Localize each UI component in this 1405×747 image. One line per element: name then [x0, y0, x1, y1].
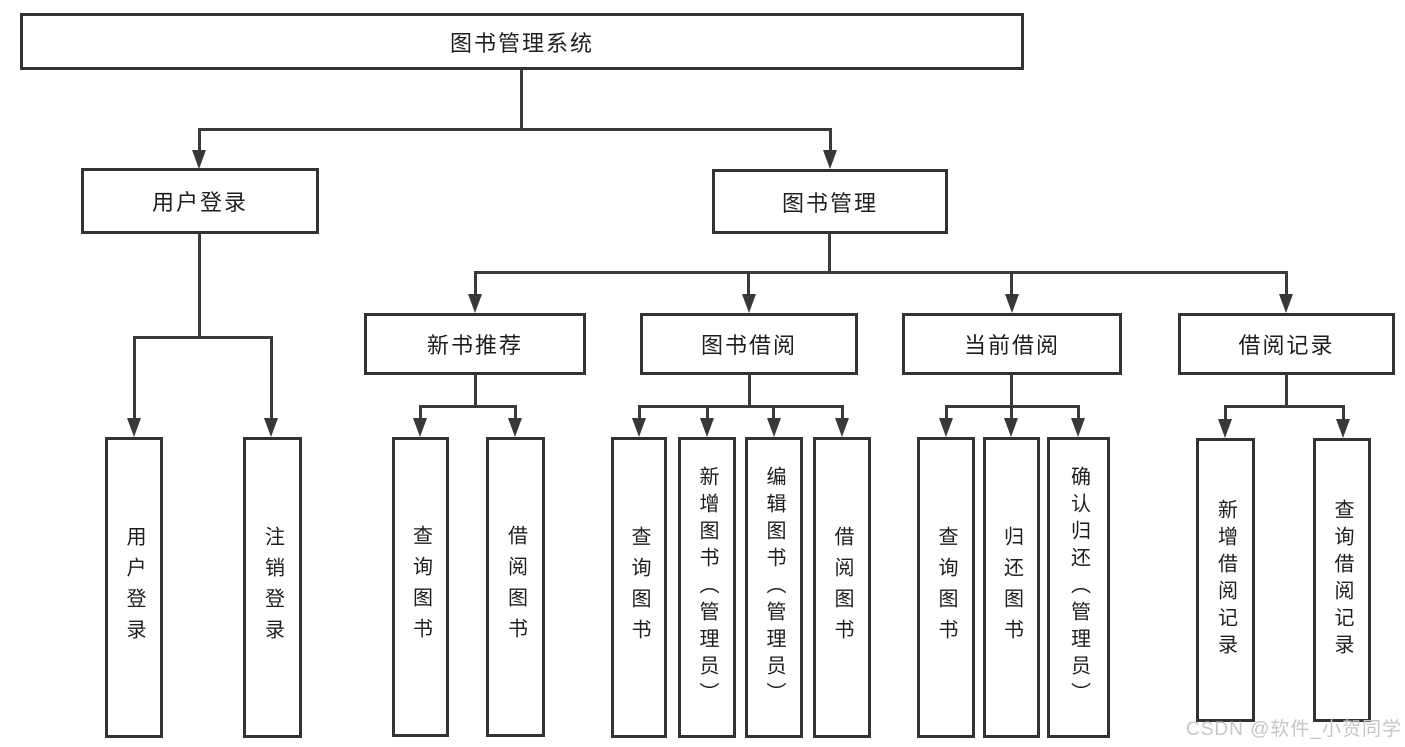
connector-book-mgmt-horizontal [474, 271, 1288, 274]
leaf-add-borrow-record: 新增借阅记录 [1196, 438, 1255, 722]
node-current-borrow: 当前借阅 [902, 313, 1122, 375]
node-current-borrow-label: 当前借阅 [963, 333, 1060, 358]
arrowhead-icon [1336, 419, 1350, 438]
leaf-return-book: 归还图书 [983, 437, 1040, 738]
leaf-label: 借阅图书 [831, 525, 853, 650]
leaf-add-book-admin: 新增图书（管理员） [678, 437, 736, 738]
connector-book-borrow-horizontal [638, 405, 844, 408]
node-user-login: 用户登录 [81, 168, 319, 234]
arrowhead-icon [767, 418, 781, 437]
arrowhead-icon [700, 418, 714, 437]
arrowhead-icon [632, 418, 646, 437]
connector-drop [1010, 405, 1013, 421]
arrowhead-icon [1005, 294, 1019, 313]
leaf-label: 确认归还（管理员） [1067, 466, 1090, 709]
node-new-book-rec: 新书推荐 [364, 313, 586, 375]
connector-drop-borrow [747, 271, 750, 297]
leaf-label: 查询借阅记录 [1331, 499, 1353, 661]
arrowhead-icon [413, 418, 427, 437]
connector-drop-record [1285, 271, 1288, 297]
leaf-label: 新增借阅记录 [1214, 499, 1237, 661]
connector-drop [706, 405, 709, 421]
connector-new-book-horizontal [419, 405, 517, 408]
connector-drop [419, 405, 422, 421]
connector-drop-book-mgmt [829, 128, 832, 153]
connector-drop-current [1010, 271, 1013, 297]
leaf-query-book-borrow: 查询图书 [611, 437, 667, 738]
node-book-borrow-label: 图书借阅 [700, 333, 797, 358]
connector-current-trunk [1010, 374, 1013, 408]
leaf-confirm-return-admin: 确认归还（管理员） [1047, 437, 1110, 738]
arrowhead-icon [468, 294, 482, 313]
leaf-logout-label: 注销登录 [261, 525, 284, 650]
arrowhead-icon [264, 418, 278, 437]
node-book-mgmt: 图书管理 [712, 169, 948, 234]
leaf-label: 查询图书 [628, 525, 650, 650]
leaf-borrow-book: 借阅图书 [813, 437, 871, 738]
node-book-borrow: 图书借阅 [640, 313, 858, 375]
leaf-borrow-book-rec: 借阅图书 [486, 437, 545, 737]
connector-drop [841, 405, 844, 421]
connector-drop [514, 405, 517, 421]
connector-drop [772, 405, 775, 421]
leaf-label: 借阅图书 [504, 525, 527, 649]
node-borrow-record-label: 借阅记录 [1238, 333, 1335, 358]
connector-book-borrow-trunk [748, 374, 751, 408]
csdn-watermark: CSDN @软件_小贺同学 [1186, 719, 1402, 740]
leaf-query-current: 查询图书 [917, 437, 975, 738]
arrowhead-icon [823, 150, 837, 169]
connector-record-trunk [1285, 374, 1288, 408]
connector-book-mgmt-trunk [828, 234, 831, 274]
leaf-user-login-label: 用户登录 [123, 525, 145, 650]
node-root: 图书管理系统 [20, 13, 1024, 70]
node-user-login-label: 用户登录 [151, 190, 248, 215]
connector-root-trunk [520, 69, 523, 130]
arrowhead-icon [742, 294, 756, 313]
leaf-label: 查询图书 [409, 525, 432, 649]
leaf-label: 查询图书 [935, 525, 957, 650]
connector-drop-login-leaf [133, 336, 136, 420]
node-borrow-record: 借阅记录 [1178, 313, 1395, 375]
connector-user-login-trunk [198, 234, 201, 338]
connector-root-horizontal [198, 128, 832, 131]
node-book-mgmt-label: 图书管理 [781, 190, 878, 216]
arrowhead-icon [1279, 294, 1293, 313]
arrowhead-icon [508, 418, 522, 437]
node-new-book-rec-label: 新书推荐 [426, 333, 523, 358]
leaf-label: 新增图书（管理员） [696, 466, 718, 709]
leaf-edit-book-admin: 编辑图书（管理员） [745, 437, 803, 738]
connector-drop [1224, 405, 1227, 422]
arrowhead-icon [939, 418, 953, 437]
connector-drop [1077, 405, 1080, 421]
connector-drop [945, 405, 948, 421]
connector-user-login-horizontal [133, 336, 273, 339]
leaf-query-borrow-record: 查询借阅记录 [1313, 438, 1371, 722]
connector-drop [638, 405, 641, 421]
connector-drop-user-login [198, 128, 201, 153]
arrowhead-icon [127, 418, 141, 437]
connector-drop-logout-leaf [270, 336, 273, 420]
connector-drop [1342, 405, 1345, 422]
arrowhead-icon [1004, 418, 1018, 437]
leaf-query-book-rec: 查询图书 [392, 437, 449, 737]
arrowhead-icon [835, 418, 849, 437]
arrowhead-icon [1218, 419, 1232, 438]
node-root-label: 图书管理系统 [449, 30, 594, 56]
connector-record-horizontal [1224, 405, 1345, 408]
leaf-logout: 注销登录 [243, 437, 302, 738]
leaf-label: 归还图书 [1000, 525, 1023, 650]
connector-drop-new-book [474, 271, 477, 297]
arrowhead-icon [192, 150, 206, 169]
connector-new-book-trunk [474, 374, 477, 408]
leaf-label: 编辑图书（管理员） [763, 466, 785, 709]
arrowhead-icon [1071, 418, 1085, 437]
leaf-user-login: 用户登录 [105, 437, 163, 738]
